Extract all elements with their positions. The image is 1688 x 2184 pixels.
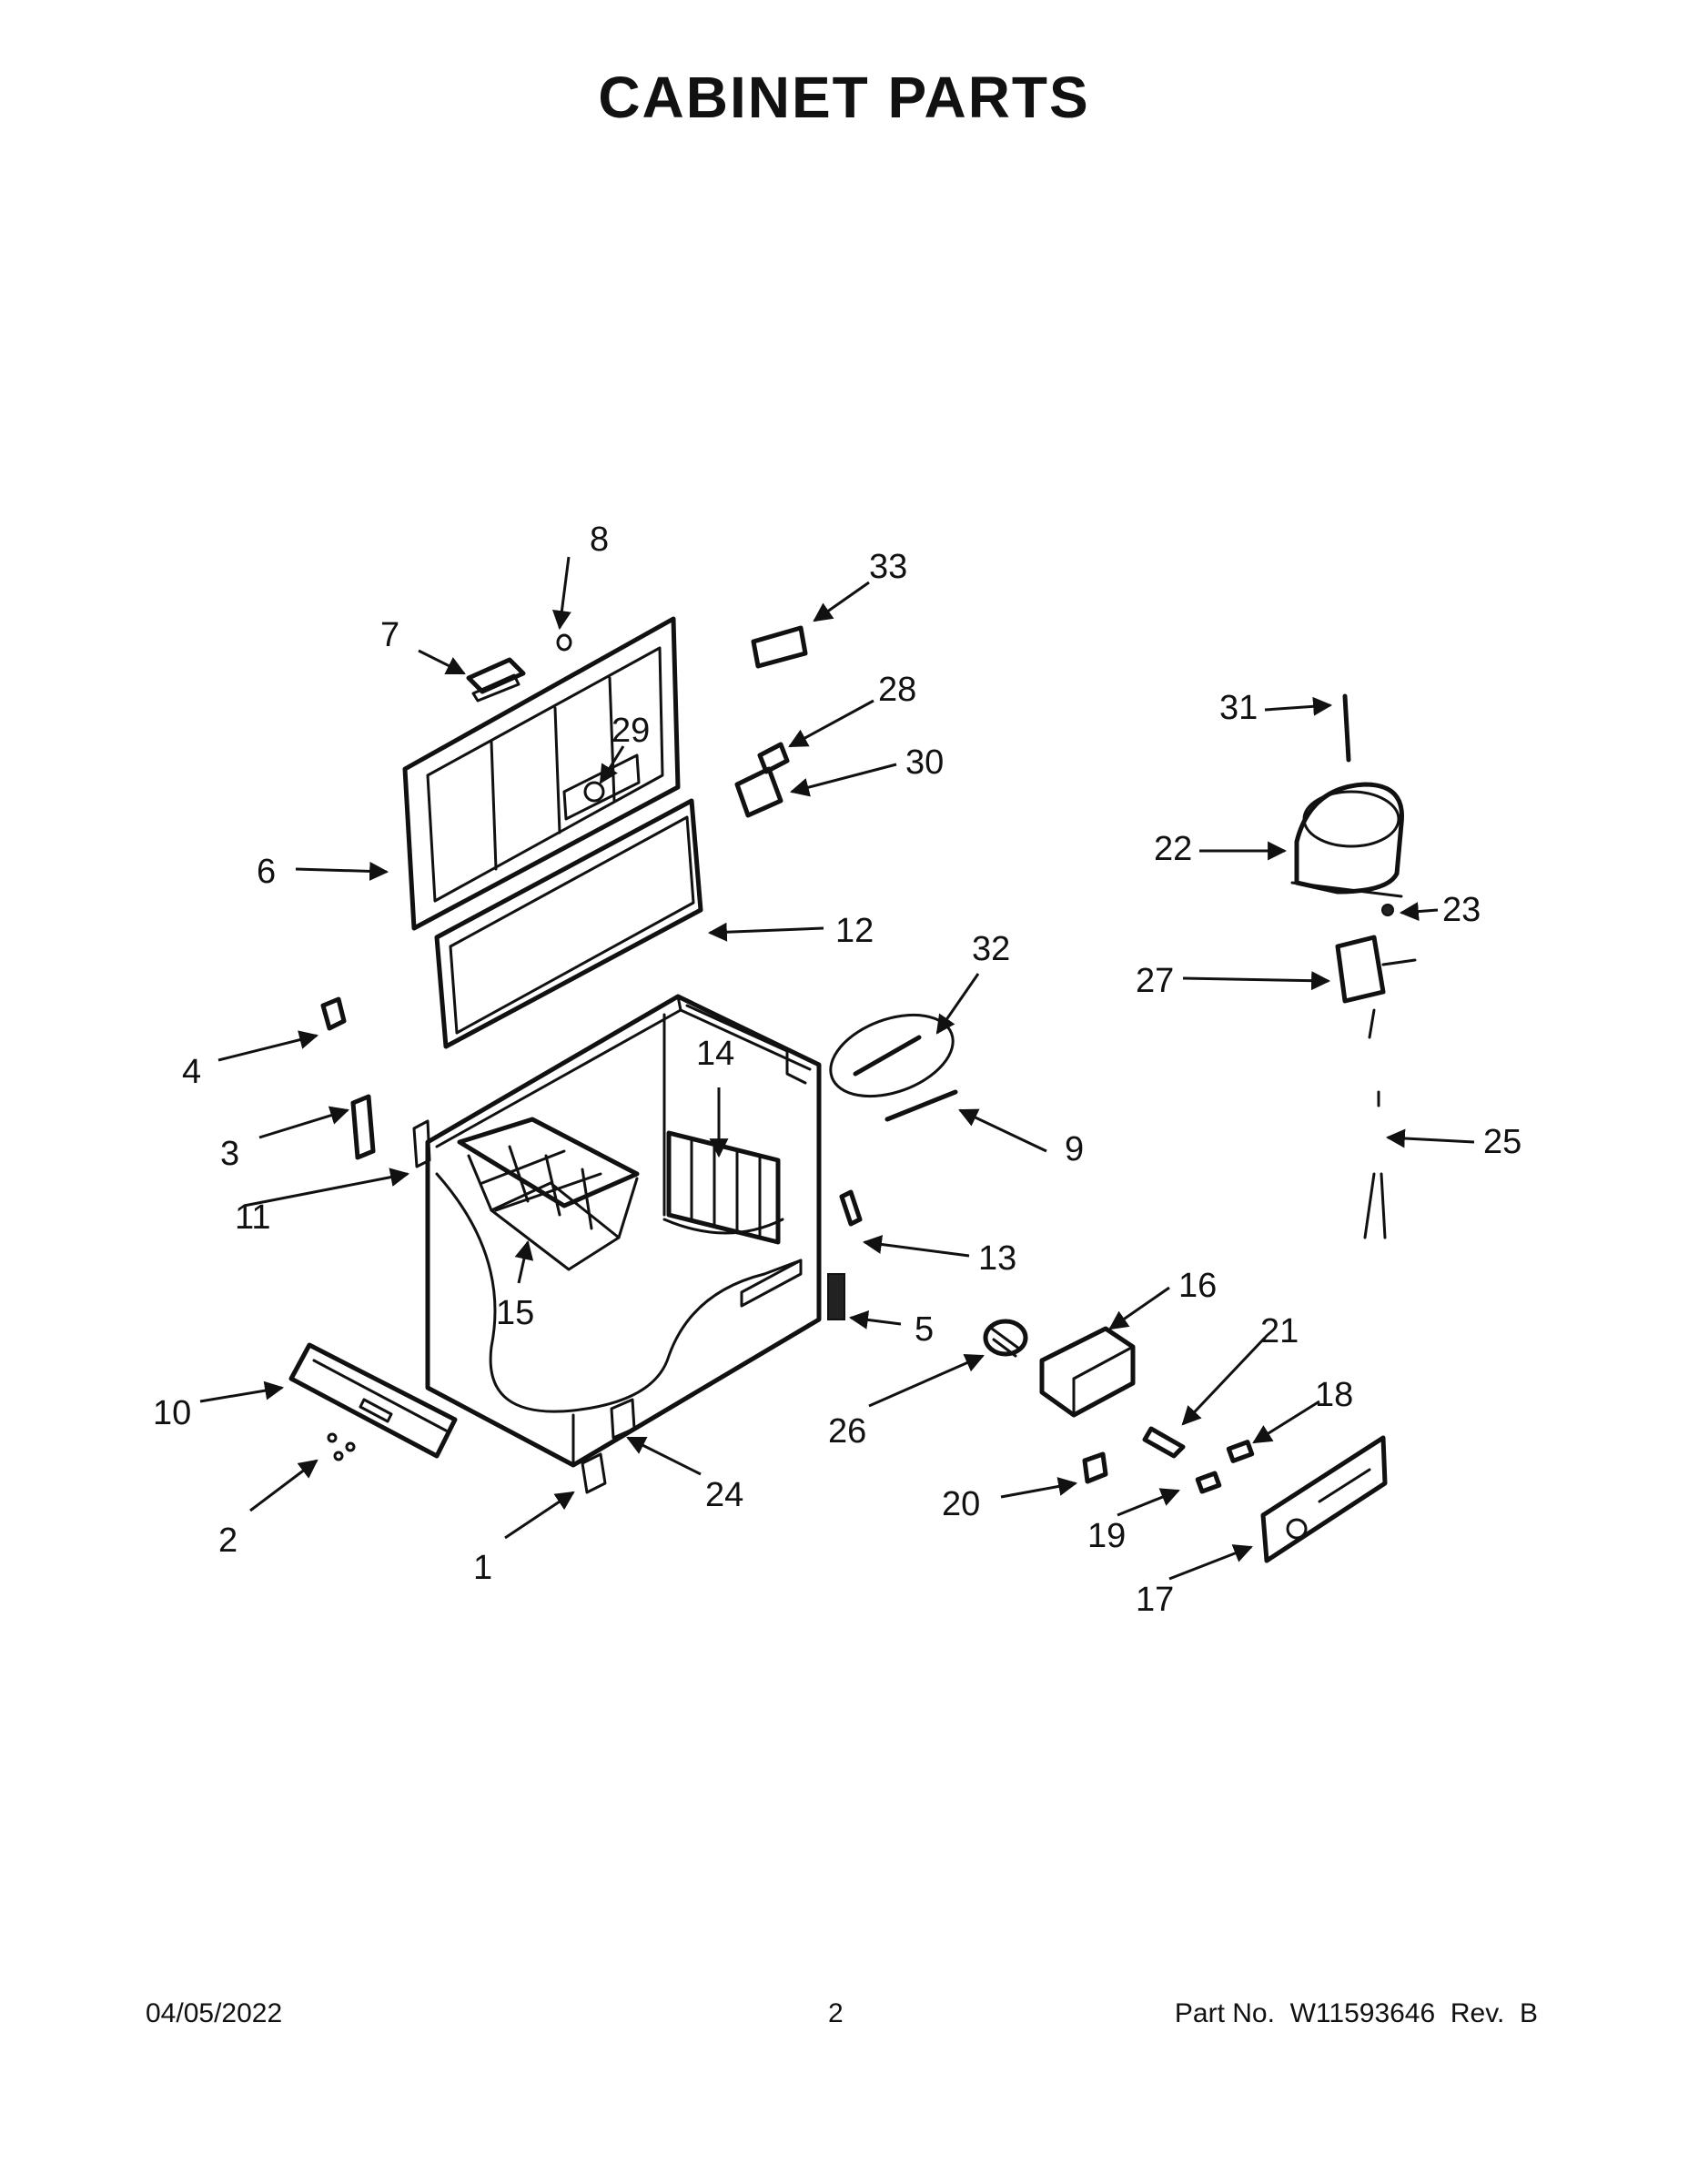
hinge-bracket	[320, 996, 347, 1031]
start-relay	[1335, 935, 1386, 1004]
callout-7: 7	[380, 616, 399, 654]
callout-10: 10	[153, 1394, 191, 1432]
light-cover	[583, 781, 605, 803]
callout-labels: 1 2 3 4 5 6 7 8 9 10 11 12 13 14 15 16 1…	[153, 521, 1521, 1619]
control-panel	[1260, 1435, 1388, 1563]
lock-bracket	[734, 766, 783, 818]
cabinet-body	[412, 994, 822, 1468]
callout-2: 2	[218, 1522, 238, 1560]
callout-30: 30	[905, 743, 944, 782]
callout-9: 9	[1065, 1130, 1084, 1168]
callout-24: 24	[705, 1476, 743, 1514]
wire-basket	[457, 1117, 640, 1271]
footer-page-number: 2	[828, 1998, 844, 2028]
control-knob	[1082, 1451, 1108, 1484]
drain-tube-kit	[829, 1013, 958, 1122]
lid-handle	[466, 657, 526, 703]
indicator-lamp	[1195, 1471, 1222, 1494]
page-title: CABINET PARTS	[598, 65, 1090, 130]
callout-4: 4	[182, 1053, 201, 1091]
grommet	[1381, 904, 1394, 916]
callout-17: 17	[1136, 1581, 1174, 1619]
hinge-cover	[350, 1094, 376, 1160]
lock-cover	[751, 625, 808, 669]
lock-key	[757, 742, 790, 774]
callout-3: 3	[220, 1135, 239, 1173]
lid-plug	[556, 633, 572, 652]
callout-12: 12	[835, 912, 874, 950]
divider	[666, 1130, 781, 1245]
callout-26: 26	[828, 1412, 866, 1451]
callout-20: 20	[942, 1485, 980, 1523]
lid-assembly	[402, 616, 681, 931]
indicator-switch	[1226, 1440, 1255, 1463]
rear-panel	[288, 1342, 458, 1459]
callout-16: 16	[1178, 1267, 1217, 1305]
footer-part-number: Part No. W11593646 Rev. B	[1174, 1998, 1538, 2028]
screws	[327, 1432, 356, 1461]
callout-1: 1	[473, 1549, 492, 1587]
callout-29: 29	[612, 712, 650, 750]
capacitor	[983, 1319, 1028, 1358]
callout-22: 22	[1154, 830, 1192, 868]
callout-31: 31	[1219, 689, 1258, 727]
callout-25: 25	[1483, 1123, 1521, 1161]
wire-clip	[839, 1189, 863, 1227]
footer-date: 04/05/2022	[146, 1998, 283, 2028]
callout-18: 18	[1315, 1376, 1353, 1414]
drain-and-foot	[581, 1398, 636, 1494]
callout-6: 6	[257, 853, 276, 891]
callout-23: 23	[1442, 891, 1481, 929]
callout-13: 13	[978, 1239, 1016, 1278]
callout-28: 28	[878, 671, 916, 709]
callout-19: 19	[1087, 1517, 1126, 1555]
callout-27: 27	[1136, 962, 1174, 1000]
door-gasket	[434, 798, 703, 1049]
callout-11: 11	[235, 1198, 270, 1237]
callout-15: 15	[496, 1294, 534, 1332]
thermostat	[1142, 1426, 1186, 1459]
callout-8: 8	[590, 521, 609, 559]
rating-plate	[827, 1273, 845, 1320]
callout-14: 14	[696, 1035, 734, 1073]
leader-lines	[199, 556, 1475, 1581]
callout-21: 21	[1260, 1312, 1299, 1350]
control-box	[1039, 1326, 1136, 1418]
callout-32: 32	[972, 930, 1010, 968]
filter-drier	[1342, 693, 1351, 763]
wire-harness	[1363, 1008, 1387, 1239]
callout-33: 33	[869, 548, 907, 586]
compressor	[1290, 782, 1404, 898]
callout-5: 5	[915, 1310, 934, 1349]
